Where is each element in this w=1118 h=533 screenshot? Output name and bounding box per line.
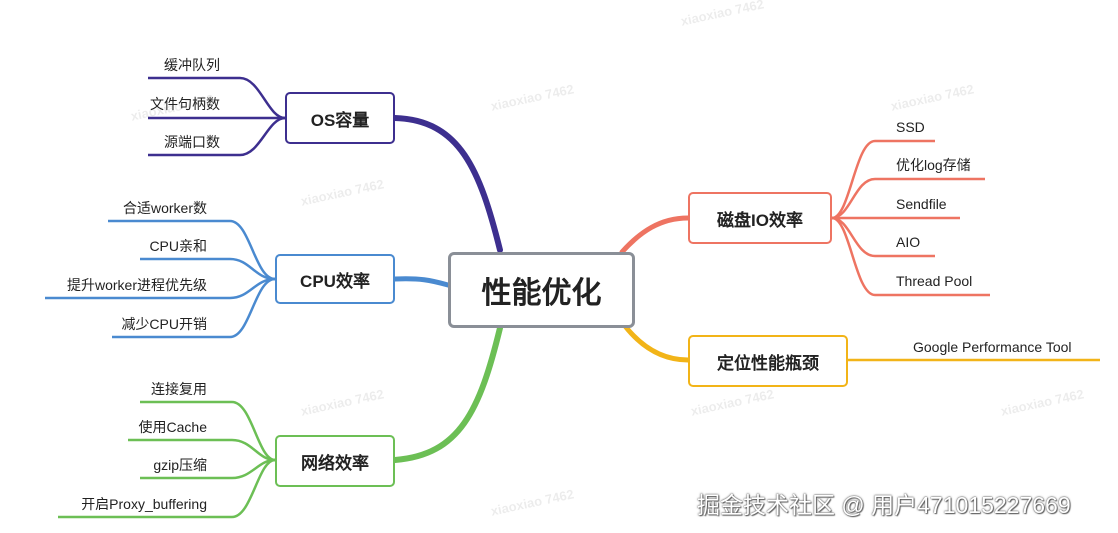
branch-net-label: 网络效率: [301, 453, 369, 473]
leaf-net-3: 开启Proxy_buffering: [81, 496, 207, 512]
central-node: 性能优化: [448, 252, 635, 328]
leaf-os-0: 缓冲队列: [164, 57, 220, 73]
connector-net: [392, 325, 503, 463]
branch-locate-label: 定位性能瓶颈: [717, 353, 819, 373]
leaf-disk-0: SSD: [896, 119, 925, 135]
central-label: 性能优化: [481, 277, 602, 310]
leaf-net-0: 连接复用: [151, 381, 207, 397]
branch-cpu-label: CPU效率: [300, 271, 370, 291]
leaf-cpu-3: 减少CPU开销: [121, 316, 207, 332]
branch-os-label: OS容量: [310, 110, 370, 130]
branch-locate: 定位性能瓶颈: [688, 335, 848, 387]
leaf-disk-2: Sendfile: [896, 196, 947, 212]
branch-disk-label: 磁盘IO效率: [717, 210, 803, 230]
leaf-locate-0: Google Performance Tool: [913, 339, 1072, 355]
leaf-cpu-0: 合适worker数: [122, 200, 207, 216]
leaf-disk-3: AIO: [896, 234, 921, 250]
leaf-cpu-1: CPU亲和: [149, 238, 207, 254]
footer-attribution: 掘金技术社区 @ 用户471015227669: [697, 492, 1071, 518]
connector-locate: [622, 323, 691, 363]
connector-os: [392, 115, 503, 253]
branch-net: 网络效率: [275, 435, 395, 487]
leaf-cpu-2: 提升worker进程优先级: [66, 277, 207, 293]
leaf-os-2: 源端口数: [164, 134, 220, 150]
connector-cpu: [392, 276, 451, 288]
leaf-net-2: gzip压缩: [153, 457, 207, 473]
branch-os: OS容量: [285, 92, 395, 144]
leaf-disk-4: Thread Pool: [896, 273, 973, 289]
leaf-net-1: 使用Cache: [138, 419, 207, 435]
branch-disk: 磁盘IO效率: [688, 192, 832, 244]
connector-disk: [619, 215, 691, 255]
branch-cpu: CPU效率: [275, 254, 395, 304]
leaf-disk-1: 优化log存储: [896, 157, 971, 173]
leaf-os-1: 文件句柄数: [150, 96, 220, 112]
